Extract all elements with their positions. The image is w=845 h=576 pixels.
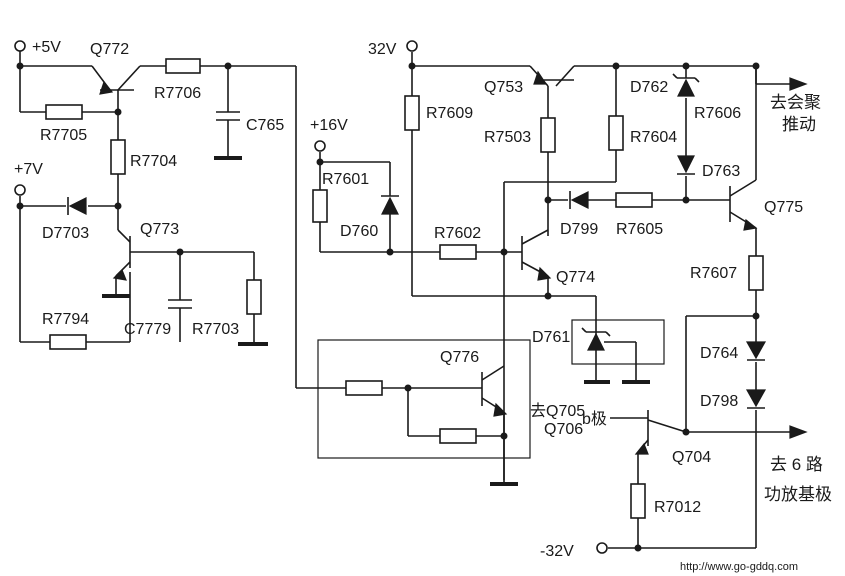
diode-d7703 [67,197,87,215]
diode-d798 [745,389,767,409]
label-d799: D799 [560,221,598,238]
resistor-r7705 [45,104,83,120]
annotation-amplifier-1: 去 6 路 [770,455,823,474]
label-d798: D798 [700,393,738,410]
diode-d764 [745,341,767,361]
arrow-q776-emitter [493,402,508,417]
terminal-p16v [314,140,326,152]
label-p5v: +5V [32,39,61,56]
arrow-q774-emitter [537,266,552,281]
terminal-p32v [406,40,418,52]
label-d762: D762 [630,79,668,96]
arrow-q773-emitter [112,268,127,281]
label-p16v: +16V [310,117,348,134]
output-arrows [99,70,808,455]
supply-terminals [14,40,608,554]
resistor-r7607 [748,255,764,291]
label-r7012: R7012 [654,499,701,516]
label-r7794: R7794 [42,311,89,328]
label-d7703: D7703 [42,225,89,242]
arrow-q775-emitter [743,218,758,231]
middle-section [317,52,756,486]
resistor-r7503 [540,117,556,153]
right-section [608,66,790,549]
diode-d799 [569,191,589,209]
diodes [67,73,767,409]
resistors [45,58,764,519]
label-r7703: R7703 [192,321,239,338]
annotation-q705-2: Q706 [544,421,583,438]
label-q772: Q772 [90,41,129,58]
terminal-n32v [596,542,608,554]
label-d760: D760 [340,223,378,240]
label-r7606: R7606 [694,105,741,122]
arrow-to-amplifier [789,425,808,439]
resistor-r7604 [608,115,624,151]
label-n32v: -32V [540,543,574,560]
label-r7604: R7604 [630,129,677,146]
label-d764: D764 [700,345,738,362]
resistor-r7703 [246,279,262,315]
label-r7605: R7605 [616,221,663,238]
resistor-r7012 [630,483,646,519]
resistor-r7706 [165,58,201,74]
labels: +5V +7V +16V 32V -32V Q772 Q773 Q753 Q77… [14,39,832,573]
arrow-q753-emitter [533,70,548,85]
terminal-p7v [14,184,26,196]
label-p7v: +7V [14,161,43,178]
diode-d763 [677,155,695,175]
resistor-r7704 [110,139,126,175]
junctions [16,62,760,552]
annotation-amplifier-2: 功放基极 [764,485,832,504]
label-r7607: R7607 [690,265,737,282]
annotation-convergence-1: 去会聚 [770,93,821,112]
diode-d762 [672,73,700,97]
label-r7601: R7601 [322,171,369,188]
diode-d761 [581,327,637,351]
label-c765: C765 [246,117,284,134]
arrow-q704-emitter [634,442,649,455]
diode-d760 [381,195,399,215]
resistor-r7605 [615,192,653,208]
label-r7609: R7609 [426,105,473,122]
resistor-r7601 [312,189,328,223]
label-r7705: R7705 [40,127,87,144]
label-q704: Q704 [672,449,711,466]
label-q773: Q773 [140,221,179,238]
resistor-r7602 [439,244,477,260]
label-p32v: 32V [368,41,397,58]
label-q774: Q774 [556,269,595,286]
resistor-q776-emitter [439,428,477,444]
label-r7602: R7602 [434,225,481,242]
annotation-q705-1: 去Q705 [530,402,585,420]
resistor-q776-base [345,380,383,396]
label-q753: Q753 [484,79,523,96]
arrow-q772-emitter [99,80,114,95]
label-r7704: R7704 [130,153,177,170]
label-r7503: R7503 [484,129,531,146]
label-q776: Q776 [440,349,479,366]
resistor-r7794 [49,334,87,350]
label-d761: D761 [532,329,570,346]
label-q775: Q775 [764,199,803,216]
label-c7779: C7779 [124,321,171,338]
arrow-to-convergence [789,77,808,91]
label-d763: D763 [702,163,740,180]
label-r7706: R7706 [154,85,201,102]
annotation-convergence-2: 推动 [782,115,816,134]
watermark: http://www.go-gddq.com [680,561,798,573]
resistor-r7609 [404,95,420,131]
terminal-p5v [14,40,26,52]
annotation-q705-3: b极 [582,410,607,428]
